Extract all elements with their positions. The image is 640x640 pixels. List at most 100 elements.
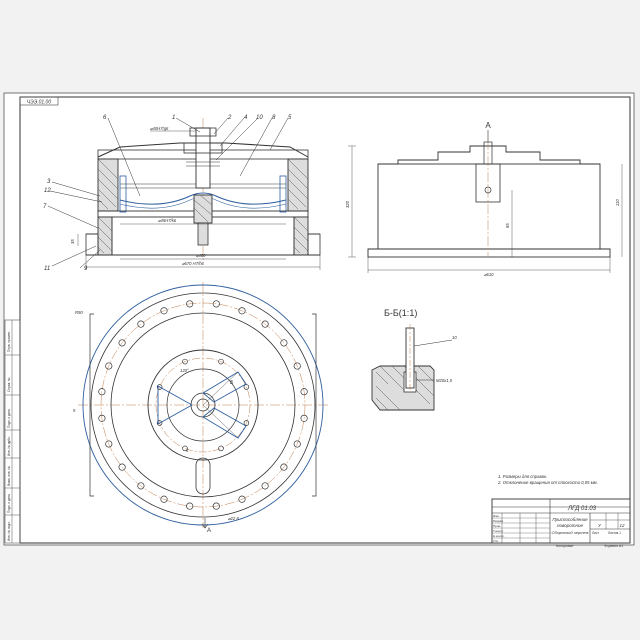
left-strip-label-4: Взам. инв. № — [7, 466, 11, 486]
tb-sheets-info: Листов 1 — [608, 531, 621, 535]
dim-bore: ⌀460 — [196, 253, 206, 258]
callout-3: 3 — [47, 179, 51, 185]
left-strip-label-1: Справ. № — [7, 377, 11, 392]
copied-label: Копировал — [556, 544, 573, 548]
plan-arrow-label: А — [207, 528, 211, 534]
tb-row-1: Разраб. — [493, 519, 504, 523]
dim-small-left: 35 — [70, 239, 75, 244]
front-section-view: 1 2 4 10 8 5 6 3 12 7 11 9 ⌀40Н7/g6 ⌀45Н… — [43, 115, 321, 272]
outer-bolt-hole — [293, 440, 301, 448]
inner-bolt-hole — [218, 358, 224, 365]
left-strip-label-3: Инв. № дубл. — [7, 436, 11, 456]
plan-view: R90 5 120° Б 5 ⌀22 8 А — [73, 282, 330, 534]
dim-center-height: 85 — [505, 223, 510, 228]
note-1: 1. Размеры для справок. — [498, 474, 547, 479]
outer-bolt-hole — [137, 320, 145, 328]
section-mark-b: Б — [230, 380, 234, 386]
side-view: А 320 110 85 ⌀610 — [345, 121, 623, 277]
outer-bolt-hole — [261, 320, 269, 328]
outer-bolt-hole — [280, 339, 288, 347]
outer-bolt-hole — [186, 502, 194, 510]
format-label: Формат А1 — [604, 544, 623, 548]
outer-bolt-hole — [293, 362, 301, 370]
outer-bolt-hole — [212, 300, 220, 308]
dim-outer: ⌀670 Н7/h6 — [182, 261, 205, 266]
side-view-label: А — [485, 121, 491, 130]
dim-side-width: ⌀610 — [484, 272, 494, 277]
outer-bolt-hole — [300, 388, 308, 396]
callout-7: 7 — [43, 204, 47, 210]
corner-stamp: ЧЭЭ.01.00 — [19, 96, 59, 106]
tb-name-line3: Сборочный чертеж — [552, 530, 589, 535]
section-b-b: Б-Б(1:1) 10 М20х1,5 — [371, 308, 457, 411]
outer-bolt-hole — [300, 414, 308, 422]
inner-bolt-hole — [243, 420, 250, 426]
left-strip: Перв. примен. Справ. № Подп. и дата Инв.… — [4, 319, 21, 544]
outer-bolt-holes — [98, 300, 308, 510]
tb-name-line2: поворотное — [557, 523, 583, 528]
inner-bolt-holes — [156, 358, 250, 452]
tb-row-4: Н.контр. — [493, 534, 505, 538]
callout-1: 1 — [172, 115, 175, 121]
outer-bolt-hole — [160, 495, 168, 503]
inner-bolt-hole — [182, 445, 188, 452]
dim-section-pin: 10 — [452, 335, 457, 340]
dim-plan-radius: R90 — [75, 310, 83, 315]
dim-inner-mid: ⌀45Н7/k6 — [158, 218, 177, 223]
outer-bolt-hole — [118, 339, 126, 347]
note-2: 2. Отклонение вращения от плоскости 0,05… — [497, 480, 598, 485]
outer-bolt-hole — [137, 482, 145, 490]
dim-plan-angle: 120° — [180, 368, 189, 373]
dim-side-height: 320 — [345, 200, 350, 208]
outer-bolt-hole — [98, 414, 106, 422]
inner-bolt-hole — [156, 384, 163, 390]
inner-bolt-hole — [243, 384, 250, 390]
tb-letter: У — [598, 523, 602, 528]
outer-bolt-hole — [280, 463, 288, 471]
tb-row-2: Пров. — [493, 524, 501, 528]
outer-bolt-hole — [238, 307, 246, 315]
outer-bolt-hole — [238, 495, 246, 503]
callout-6: 6 — [103, 115, 107, 121]
dim-section-bolt: М20х1,5 — [436, 378, 453, 383]
dim-side-height-right: 110 — [615, 199, 620, 206]
bottom-row: Копировал Формат А1 — [556, 544, 623, 548]
tb-row-3: Т.контр. — [493, 529, 504, 533]
left-strip-label-6: Инв. № подл. — [7, 521, 11, 541]
dim-plan-gap: 5 — [186, 448, 189, 453]
corner-stamp-text: ЧЭЭ.01.00 — [27, 100, 51, 106]
callout-10: 10 — [256, 115, 263, 121]
tb-row-0: Изм. — [493, 514, 500, 518]
callout-4: 4 — [244, 115, 248, 121]
callout-2: 2 — [227, 115, 232, 121]
tb-row-5: Утв. — [493, 539, 499, 543]
notes: 1. Размеры для справок. 2. Отклонение вр… — [497, 474, 598, 485]
dim-top-shaft: ⌀40Н7/g6 — [150, 126, 169, 131]
outer-bolt-hole — [105, 362, 113, 370]
inner-bolt-hole — [182, 358, 188, 365]
tb-sheet-info: Лист — [592, 531, 599, 535]
outer-bolt-hole — [212, 502, 220, 510]
outer-bolt-hole — [186, 300, 194, 308]
tb-doc-number: ЛГД 01.03 — [567, 506, 597, 512]
outer-bolt-hole — [98, 388, 106, 396]
callout-11: 11 — [44, 266, 50, 272]
dim-plan-ticks: 5 — [73, 408, 76, 413]
tb-mass: 12 — [619, 523, 625, 528]
left-strip-label-0: Перв. примен. — [7, 331, 11, 352]
outer-bolt-hole — [105, 440, 113, 448]
section-title: Б-Б(1:1) — [384, 308, 417, 318]
outer-bolt-hole — [261, 482, 269, 490]
outer-bolt-hole — [160, 307, 168, 315]
outer-bolt-hole — [118, 463, 126, 471]
tb-name-line1: Приспособление — [552, 517, 588, 522]
dim-plan-bottom: ⌀22 8 — [228, 516, 239, 521]
title-block: Изм. Разраб. Пров. Т.контр. Н.контр. Утв… — [491, 498, 631, 544]
callout-8: 8 — [272, 115, 276, 121]
left-strip-label-2: Подп. и дата — [7, 409, 11, 428]
inner-bolt-hole — [156, 420, 163, 426]
inner-bolt-hole — [218, 445, 224, 452]
left-strip-label-5: Подп. и дата — [7, 494, 11, 513]
callout-5: 5 — [288, 115, 292, 121]
